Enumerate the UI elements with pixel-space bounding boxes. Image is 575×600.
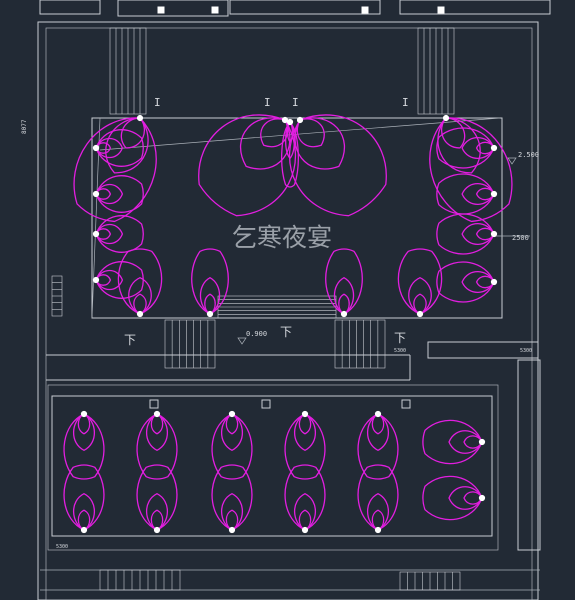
dimension-right-span: 2500	[512, 234, 529, 242]
level-mid: 0.900	[246, 330, 267, 338]
column-markers: I I I I	[149, 96, 411, 409]
stair-front-left	[164, 319, 216, 369]
stairs	[51, 27, 461, 591]
light-stage-centre-left	[198, 114, 296, 217]
stair-top-left	[109, 27, 147, 115]
light-stage-left-3	[92, 215, 144, 253]
left-wall-dimension: 8077	[21, 119, 28, 134]
light-stage-left-2	[92, 175, 144, 213]
light-stage-top-right	[429, 114, 513, 223]
stage-steps	[217, 295, 337, 319]
stair-down-label-3: 下	[394, 331, 406, 345]
lower-left-mark: 5300	[56, 544, 68, 550]
light-hall-right-1	[422, 419, 486, 465]
light-hall-bottom-4	[284, 464, 326, 534]
light-hall-bottom-3	[211, 464, 253, 534]
stair-left-side	[51, 275, 63, 317]
light-hall-right-2	[422, 475, 486, 521]
light-stage-left-1	[92, 129, 144, 167]
light-stage-bottom-4	[397, 248, 443, 318]
light-stage-bottom-2	[191, 248, 229, 318]
light-stage-centre-mid	[281, 118, 299, 188]
svg-text:I: I	[292, 96, 299, 109]
stage-lighting	[63, 114, 513, 534]
stair-bottom-left	[99, 569, 181, 591]
light-hall-bottom-2	[136, 464, 178, 534]
level-top-right: 2.500	[518, 151, 539, 159]
light-hall-top-5	[357, 410, 399, 480]
light-hall-top-2	[136, 410, 178, 480]
watermark-title: 乞寒夜宴	[232, 223, 332, 252]
light-stage-right-2	[436, 173, 498, 215]
light-stage-right-4	[436, 261, 498, 303]
light-stage-bottom-1	[117, 248, 163, 318]
stair-label-a: 5300	[394, 348, 406, 354]
light-hall-top-1	[63, 410, 105, 480]
stair-label-b: 5300	[520, 348, 532, 354]
light-hall-top-4	[284, 410, 326, 480]
light-stage-bottom-3	[325, 248, 363, 318]
svg-text:I: I	[154, 96, 161, 109]
svg-text:I: I	[402, 96, 409, 109]
stair-down-label-1: 下	[124, 333, 136, 347]
light-stage-top-left	[73, 114, 157, 223]
light-stage-right-3	[436, 213, 498, 255]
stair-top-right	[417, 27, 455, 115]
light-hall-bottom-5	[357, 464, 399, 534]
stair-front-right	[334, 319, 386, 369]
light-stage-centre-right	[289, 114, 387, 217]
light-hall-bottom-1	[63, 464, 105, 534]
light-hall-top-3	[211, 410, 253, 480]
stair-bottom-right	[399, 571, 461, 591]
svg-text:I: I	[264, 96, 271, 109]
stair-down-label-2: 下	[280, 325, 292, 339]
